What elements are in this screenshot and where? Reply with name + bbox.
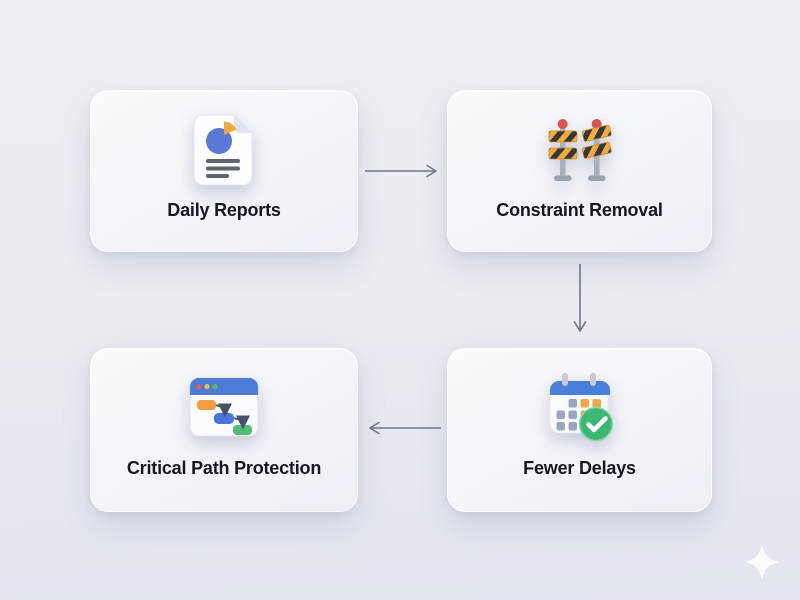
road-barrier-icon xyxy=(543,111,617,189)
node-label-constraint-removal: Constraint Removal xyxy=(496,200,663,220)
node-card-fewer-delays: Fewer Delays xyxy=(447,348,712,512)
node-card-critical-path-protection: Critical Path Protection xyxy=(90,348,358,512)
node-label-fewer-delays: Fewer Delays xyxy=(523,458,636,478)
calendar-check-icon xyxy=(543,369,617,447)
node-label-critical-path-protection: Critical Path Protection xyxy=(126,458,322,478)
arrow-right-icon xyxy=(365,164,437,178)
node-label-daily-reports: Daily Reports xyxy=(167,200,281,220)
report-document-icon xyxy=(193,111,255,189)
arrow-left-icon xyxy=(369,421,441,435)
arrow-down-icon xyxy=(573,264,587,332)
node-card-constraint-removal: Constraint Removal xyxy=(447,90,712,252)
sparkle-icon xyxy=(744,544,780,580)
node-card-daily-reports: Daily Reports xyxy=(90,90,358,252)
flowchart-window-icon xyxy=(187,369,261,447)
